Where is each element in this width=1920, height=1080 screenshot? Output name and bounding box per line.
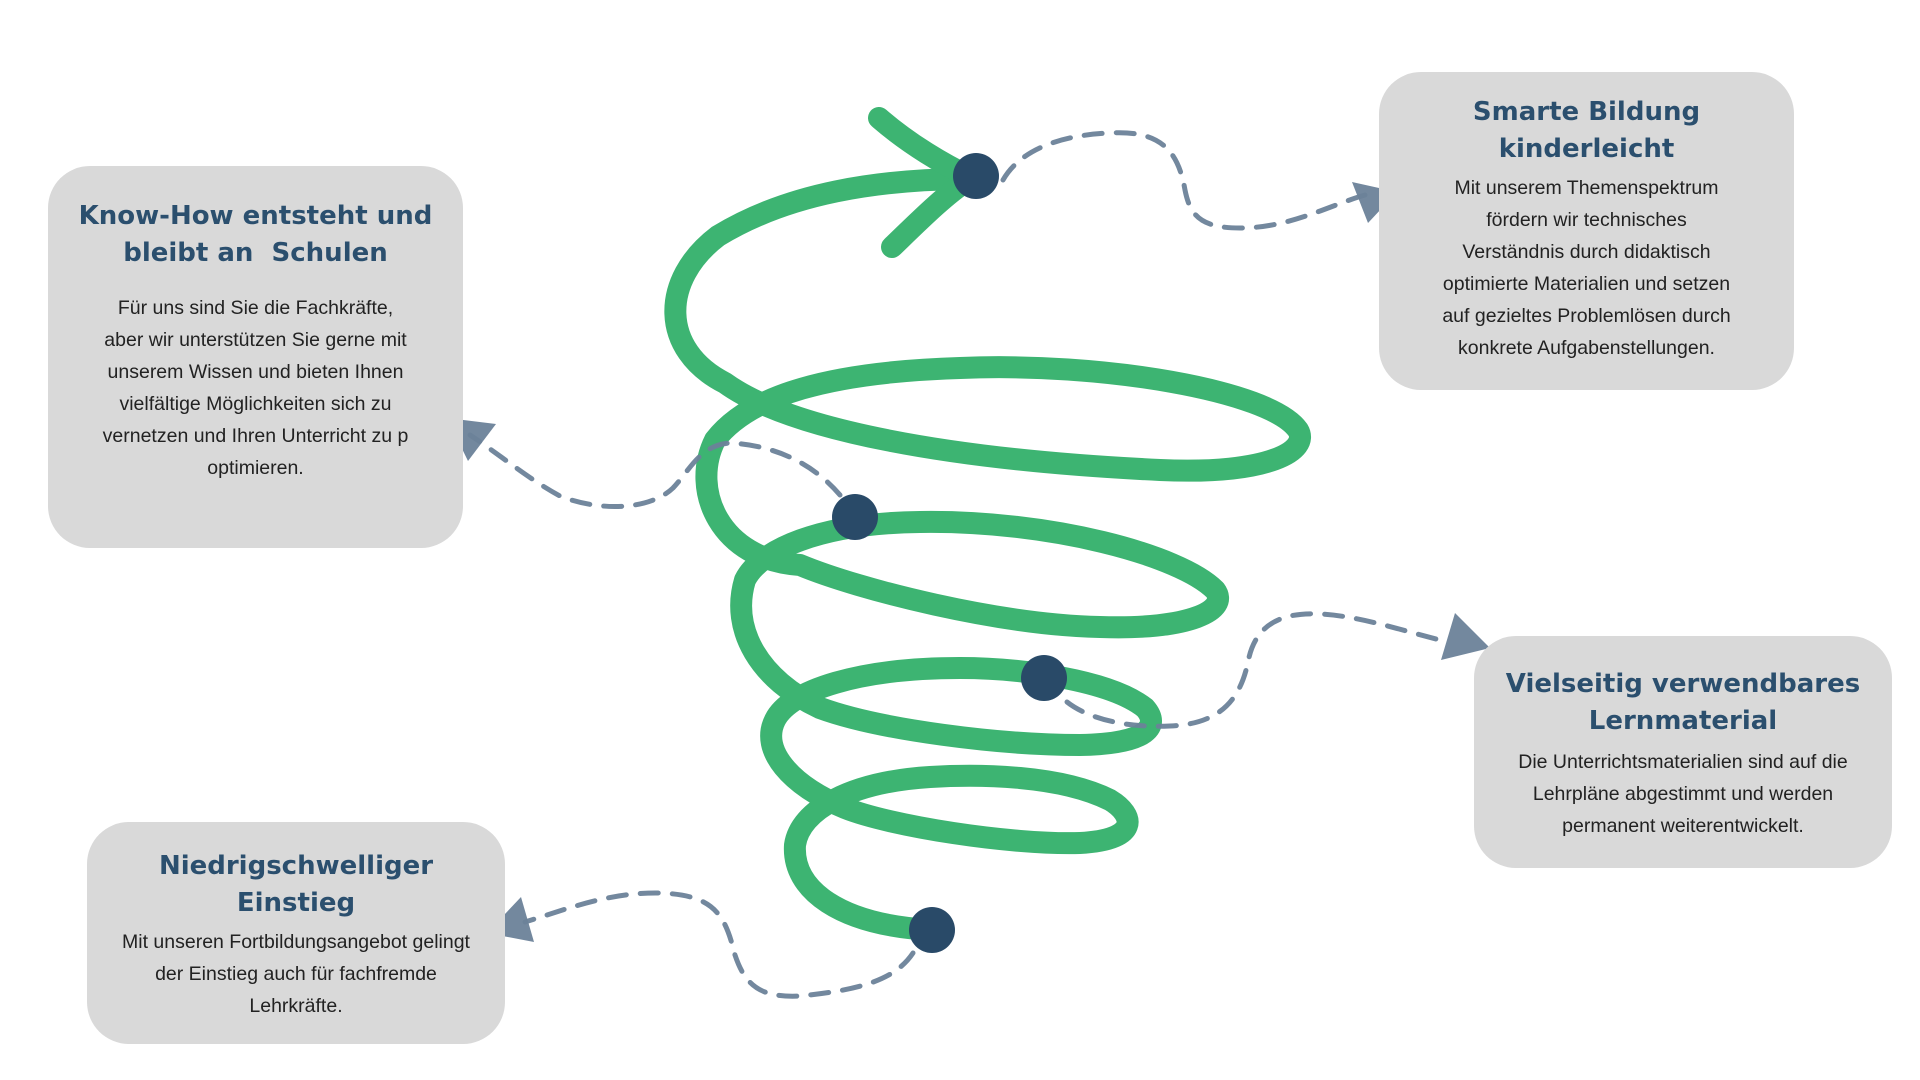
- milestone-dot-knowhow: [832, 494, 878, 540]
- card-title-line: Know-How entsteht und: [78, 201, 433, 231]
- card-body-line: vernetzen und Ihren Unterricht zu p: [102, 425, 409, 447]
- card-body-line: auf gezieltes Problemlösen durch: [1442, 305, 1731, 327]
- connector-material: [1064, 611, 1443, 729]
- card-body-line: permanent weiterentwickelt.: [1562, 815, 1804, 837]
- spiral-arrow-icon: [664, 107, 1311, 941]
- card-title-line: Vielseitig verwendbares: [1505, 669, 1861, 699]
- milestone-dot-smart: [953, 153, 999, 199]
- card-know-how: Know-How entsteht und bleibt an Schulen …: [48, 166, 463, 548]
- card-title-line: Einstieg: [236, 888, 356, 918]
- card-body-line: vielfältige Möglichkeiten sich zu: [119, 393, 392, 415]
- card-body-line: Mit unserem Themenspektrum: [1454, 177, 1719, 199]
- card-title-line: Niedrigschwelliger: [158, 851, 434, 881]
- card-title-line: Smarte Bildung: [1472, 97, 1701, 127]
- card-body-line: konkrete Aufgabenstellungen.: [1458, 337, 1715, 359]
- card-title-line: bleibt an Schulen: [123, 238, 388, 268]
- card-body: Für uns sind Sie die Fachkräfte, aber wi…: [66, 292, 445, 484]
- card-body-line: optimieren.: [207, 457, 304, 479]
- card-lernmaterial: Vielseitig verwendbares Lernmaterial Die…: [1474, 636, 1892, 868]
- card-body-line: Verständnis durch didaktisch: [1462, 241, 1711, 263]
- card-body-line: Die Unterrichtsmaterialien sind auf die: [1518, 751, 1848, 773]
- card-body-line: fördern wir technisches: [1486, 209, 1687, 231]
- card-body-line: Für uns sind Sie die Fachkräfte,: [117, 297, 394, 319]
- connector-knowhow: [467, 432, 843, 509]
- card-body: Mit unseren Fortbildungsangebot gelingt …: [93, 926, 499, 1022]
- connector-einstieg: [522, 890, 916, 999]
- connector-smart: [1000, 130, 1368, 231]
- card-body-line: optimierte Materialien und setzen: [1442, 273, 1731, 295]
- card-body-line: unserem Wissen und bieten Ihnen: [107, 361, 404, 383]
- card-smarte-bildung: Smarte Bildung kinderleicht Mit unserem …: [1379, 72, 1794, 390]
- milestone-dot-material: [1021, 655, 1067, 701]
- milestone-dot-einstieg: [909, 907, 955, 953]
- card-title: Niedrigschwelliger Einstieg: [93, 848, 499, 922]
- card-body-line: Lehrkräfte.: [249, 995, 343, 1017]
- card-body-line: der Einstieg auch für fachfremde: [155, 963, 437, 985]
- card-title: Vielseitig verwendbares Lernmaterial: [1484, 666, 1882, 740]
- card-body-line: Lehrpläne abgestimmt und werden: [1532, 783, 1834, 805]
- card-title: Smarte Bildung kinderleicht: [1397, 94, 1776, 168]
- card-einstieg: Niedrigschwelliger Einstieg Mit unseren …: [87, 822, 505, 1044]
- card-body-line: aber wir unterstützen Sie gerne mit: [104, 329, 407, 351]
- arrowhead-material-icon: [1441, 613, 1490, 660]
- spiral-path: [664, 168, 1311, 941]
- card-title: Know-How entsteht und bleibt an Schulen: [66, 198, 445, 272]
- card-title-line: Lernmaterial: [1588, 706, 1778, 736]
- card-body-line: Mit unseren Fortbildungsangebot gelingt: [122, 931, 470, 953]
- card-title-line: kinderleicht: [1498, 134, 1675, 164]
- card-body: Mit unserem Themenspektrum fördern wir t…: [1397, 172, 1776, 364]
- card-body: Die Unterrichtsmaterialien sind auf die …: [1484, 746, 1882, 842]
